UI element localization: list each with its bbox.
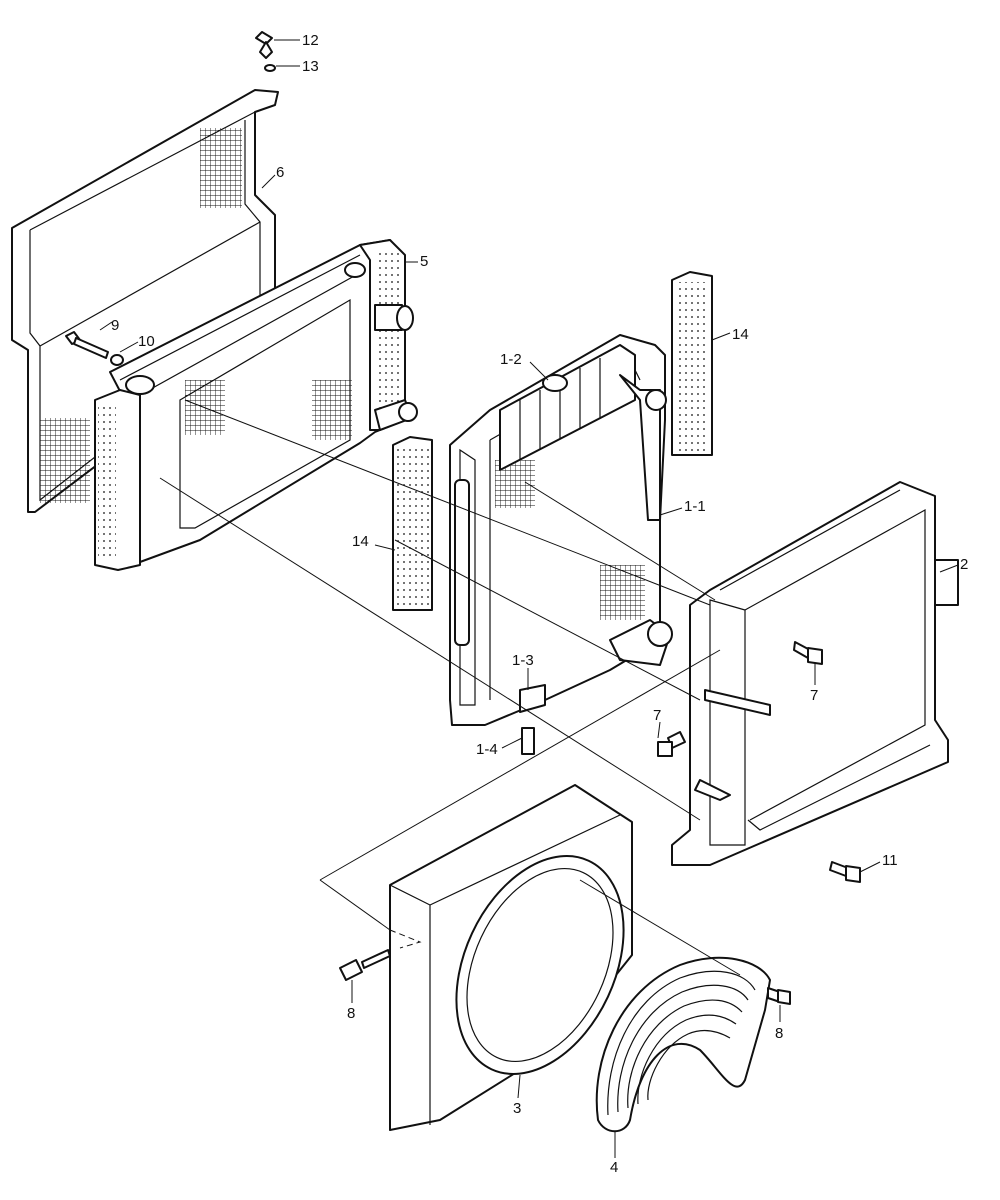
bolt-7-lower bbox=[657, 731, 686, 757]
seal-pad-right bbox=[671, 271, 713, 456]
label-part-1-4: 1-4 bbox=[476, 741, 498, 758]
label-part-2: 2 bbox=[960, 556, 968, 573]
label-part-9: 9 bbox=[111, 317, 119, 334]
label-part-5: 5 bbox=[420, 253, 428, 270]
label-part-4: 4 bbox=[610, 1159, 618, 1176]
label-part-6: 6 bbox=[276, 164, 284, 181]
wing-nut bbox=[255, 31, 273, 59]
assembly-line-c bbox=[524, 481, 716, 601]
fan-guard bbox=[595, 956, 771, 1133]
oil-cooler-frame bbox=[94, 239, 418, 571]
assembly-line-b bbox=[159, 477, 701, 821]
radiator-core bbox=[449, 334, 673, 755]
label-part-8-left: 8 bbox=[347, 1005, 355, 1022]
bolt-9 bbox=[65, 331, 109, 359]
fan-shroud bbox=[389, 784, 633, 1131]
label-part-14-right: 14 bbox=[732, 326, 749, 343]
hidden-line bbox=[389, 929, 422, 949]
label-part-12: 12 bbox=[302, 32, 319, 49]
washer-10 bbox=[110, 354, 124, 366]
label-part-14-left: 14 bbox=[352, 533, 369, 550]
label-part-8-right: 8 bbox=[775, 1025, 783, 1042]
label-part-11: 11 bbox=[882, 852, 898, 869]
assembly-line-g bbox=[579, 879, 741, 976]
label-part-1-1: 1-1 bbox=[684, 498, 706, 515]
assembly-line-f bbox=[319, 879, 391, 931]
bolt-8-left bbox=[339, 949, 391, 981]
screen-frame bbox=[11, 89, 279, 513]
label-part-7-lower: 7 bbox=[653, 707, 661, 724]
label-part-7-upper: 7 bbox=[810, 687, 818, 704]
label-part-1-3: 1-3 bbox=[512, 652, 534, 669]
label-part-10: 10 bbox=[138, 333, 155, 350]
support-frame bbox=[671, 481, 959, 866]
seal-pad-left bbox=[392, 436, 433, 611]
bolt-7-upper bbox=[793, 641, 823, 665]
label-part-13: 13 bbox=[302, 58, 319, 75]
assembly-line-d bbox=[394, 539, 701, 701]
assembly-line-e bbox=[319, 649, 721, 881]
bolt-11 bbox=[829, 861, 861, 883]
leader-lines bbox=[99, 39, 959, 1158]
assembly-line-a bbox=[184, 399, 711, 606]
bolt-8-right bbox=[767, 987, 791, 1005]
washer-top bbox=[264, 64, 276, 72]
label-part-1-2: 1-2 bbox=[500, 351, 522, 368]
label-part-3: 3 bbox=[513, 1100, 521, 1117]
